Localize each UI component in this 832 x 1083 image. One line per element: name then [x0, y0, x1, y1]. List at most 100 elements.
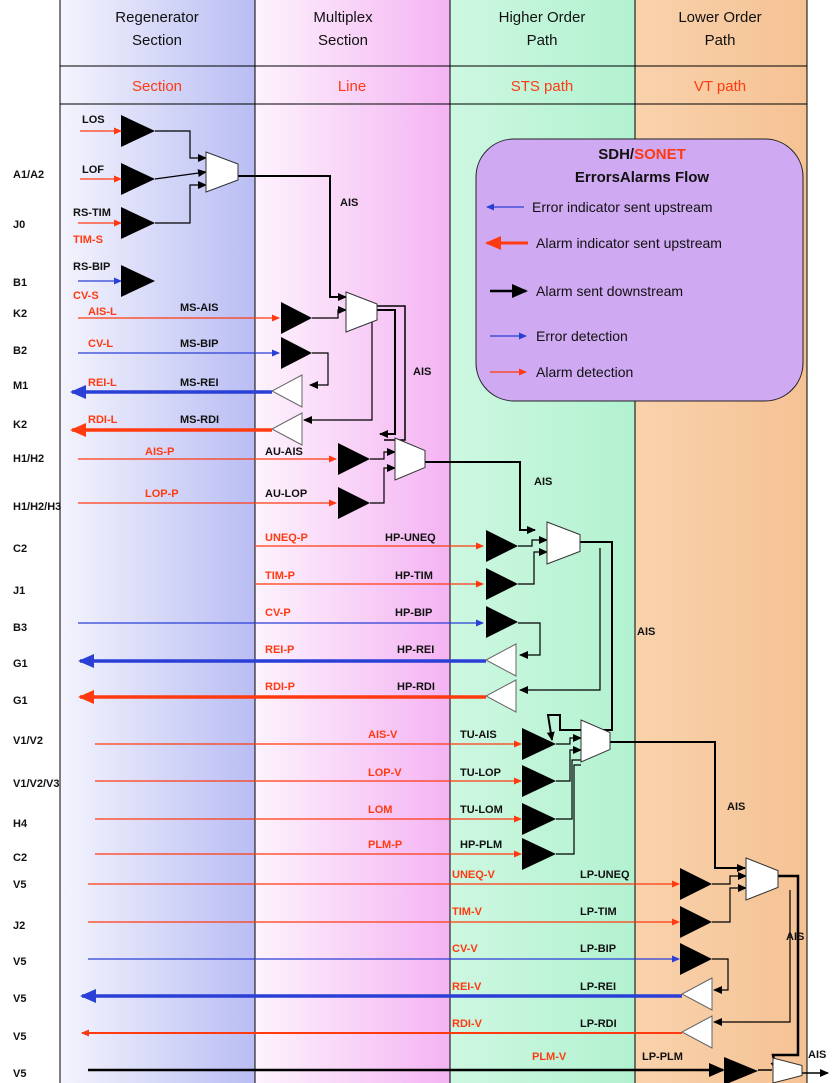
flow-lp-ais — [610, 741, 746, 872]
band-multiplex-section — [255, 0, 450, 1083]
header-col-4-line1: Lower Order — [678, 9, 761, 26]
row-label: B2 — [13, 345, 27, 357]
row-label: G1 — [13, 658, 28, 670]
label-ais-l: AIS-L — [88, 306, 117, 318]
label-lp-rdi: LP-RDI — [580, 1018, 617, 1030]
label-lp-bip: LP-BIP — [580, 943, 616, 955]
label-ais-p: AIS-P — [145, 446, 174, 458]
row-label: G1 — [13, 695, 28, 707]
detector-triangle — [121, 115, 155, 147]
generator-triangle — [270, 374, 303, 408]
flow-tulom-merge — [556, 759, 581, 820]
flow-lpuneq-merge — [712, 872, 747, 885]
header-col-1-line1: Regenerator — [115, 9, 198, 26]
flow-hpplm-merge — [556, 764, 581, 855]
row-label: K2 — [13, 308, 27, 320]
detector-triangle — [486, 568, 518, 600]
label-hp-tim: HP-TIM — [395, 570, 433, 582]
label-tu-lop: TU-LOP — [460, 767, 501, 779]
row-label: B1 — [13, 277, 27, 289]
label-lp-rei: LP-REI — [580, 981, 616, 993]
label-lp-tim: LP-TIM — [580, 906, 617, 918]
sonet-col-4: VT path — [694, 78, 746, 95]
row-label: J2 — [13, 920, 25, 932]
detector-triangle — [486, 530, 518, 562]
generator-triangle — [270, 412, 303, 446]
label-cv-v: CV-V — [452, 943, 478, 955]
header-col-4-line2: Path — [705, 32, 736, 49]
flow-hp-downstream — [546, 541, 613, 741]
label-rdi-p: RDI-P — [265, 681, 295, 693]
label-ais-rs: AIS — [340, 197, 358, 209]
row-label: M1 — [13, 380, 28, 392]
detector-triangles — [121, 115, 758, 1083]
detector-triangle — [281, 302, 312, 334]
label-ais-lp: AIS — [786, 931, 804, 943]
generator-triangle — [484, 679, 517, 713]
flow-ms-rdi-up — [303, 322, 373, 424]
legend-item-downstream: Alarm sent downstream — [536, 283, 683, 299]
flow-lptim-merge — [712, 884, 747, 923]
label-au-ais: AU-AIS — [265, 446, 303, 458]
header-col-2-line2: Section — [318, 32, 368, 49]
label-tim-v: TIM-V — [452, 906, 483, 918]
detector-triangle — [338, 487, 370, 519]
flow-msais-merge — [312, 306, 347, 319]
flow-lpbip-rei — [712, 958, 729, 994]
label-lom: LOM — [368, 804, 392, 816]
label-tim-s: TIM-S — [73, 234, 103, 246]
label-ais-lo: AIS — [727, 801, 745, 813]
legend-subtitle: ErrorsAlarms Flow — [575, 169, 710, 186]
merge-block — [772, 1057, 803, 1083]
row-label: V5 — [13, 993, 26, 1005]
label-cv-l: CV-L — [88, 338, 113, 350]
flow-hpuneq-merge — [518, 536, 548, 547]
legend-item-alarm-detection: Alarm detection — [536, 364, 633, 380]
generator-triangles — [270, 374, 713, 1049]
flow-ms-ais — [377, 309, 396, 438]
detector-triangle — [121, 163, 155, 195]
label-hp-rei: HP-REI — [397, 644, 434, 656]
detector-triangle — [486, 606, 518, 638]
detector-triangle — [338, 443, 370, 475]
label-lop-p: LOP-P — [145, 488, 179, 500]
label-ms-ais: MS-AIS — [180, 302, 219, 314]
sonet-col-1: Section — [132, 78, 182, 95]
label-ais-final: AIS — [808, 1049, 826, 1061]
sonet-col-3: STS path — [511, 78, 574, 95]
label-rs-bip: RS-BIP — [73, 261, 110, 273]
legend-title: SDH/SONET — [598, 146, 686, 163]
label-ais-hp: AIS — [534, 476, 552, 488]
detector-triangle — [680, 868, 712, 900]
row-label: H1/H2 — [13, 453, 44, 465]
signal-arrows — [70, 127, 725, 1077]
merge-block — [394, 437, 426, 481]
label-tu-ais: TU-AIS — [460, 729, 497, 741]
flow-tulop-merge — [556, 746, 582, 782]
row-label: V5 — [13, 1031, 26, 1043]
legend-item-error-upstream: Error indicator sent upstream — [532, 199, 713, 215]
legend-item-error-detection: Error detection — [536, 328, 628, 344]
sonet-col-2: Line — [338, 78, 366, 95]
label-ais-v: AIS-V — [368, 729, 398, 741]
label-hp-uneq: HP-UNEQ — [385, 532, 436, 544]
merge-blocks — [205, 151, 803, 1083]
merge-block — [546, 521, 581, 565]
label-ais-ms: AIS — [413, 366, 431, 378]
flow-lp-rdi-up — [713, 890, 791, 1026]
label-ms-rdi: MS-RDI — [180, 414, 219, 426]
header-col-3-line2: Path — [527, 32, 558, 49]
flow-hp-rdi-up — [519, 548, 601, 694]
row-label: B3 — [13, 622, 27, 634]
sonet-header: Section Line STS path VT path — [132, 78, 746, 95]
detector-triangle — [522, 838, 556, 870]
row-label: A1/A2 — [13, 169, 44, 181]
signal-labels: LOS LOF RS-TIM TIM-S RS-BIP CV-S AIS-L M… — [73, 114, 826, 1063]
row-labels: A1/A2J0B1K2B2M1K2H1/H2H1/H2/H3C2J1B3G1G1… — [13, 169, 61, 1080]
header: Regenerator Section Multiplex Section Hi… — [115, 9, 761, 49]
label-hp-bip: HP-BIP — [395, 607, 432, 619]
merge-block — [345, 291, 378, 333]
flow-lof-merge — [154, 169, 207, 180]
label-uneq-v: UNEQ-V — [452, 869, 495, 881]
